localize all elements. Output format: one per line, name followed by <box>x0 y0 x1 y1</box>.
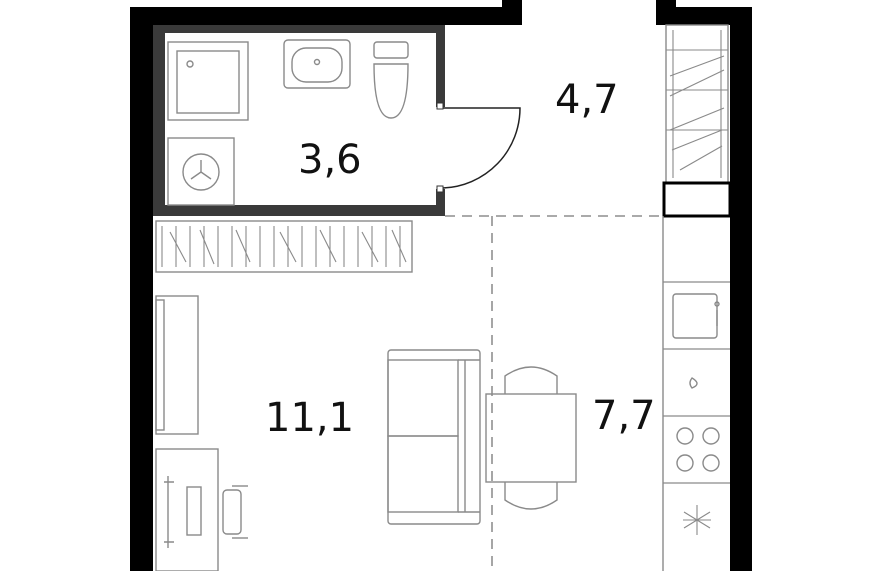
bathroom-wall-top <box>153 25 445 33</box>
tv-stand-icon <box>155 295 199 435</box>
desk-icon <box>155 448 219 571</box>
office-chair-icon <box>222 485 248 539</box>
washing-machine-icon <box>167 137 235 206</box>
sofa-icon <box>387 349 481 525</box>
wardrobe-icon <box>155 220 413 273</box>
kitchen-area-label: 7,7 <box>592 393 656 439</box>
dining-table-icon <box>485 366 577 510</box>
living-room-area-label: 11,1 <box>265 395 355 441</box>
bathroom-wall-right-lower <box>436 189 445 216</box>
top-wall-left <box>130 7 515 25</box>
kitchen-sink-icon <box>672 293 720 339</box>
kitchen-counter <box>662 216 730 571</box>
left-wall <box>130 7 153 571</box>
bathroom-wall-left <box>153 25 165 216</box>
cooktop-icon <box>676 427 720 472</box>
right-wall <box>730 7 752 571</box>
hallway-area-label: 4,7 <box>555 77 619 123</box>
bathroom-door <box>436 102 521 193</box>
hallway-wardrobe-icon <box>662 24 732 218</box>
shower-tray-icon <box>167 41 249 121</box>
bathroom-wall-bottom <box>153 205 445 216</box>
outer-walls <box>130 0 752 571</box>
fridge-icon <box>683 505 711 535</box>
bathroom-wall-right-upper <box>436 25 445 107</box>
washbasin-icon <box>283 39 351 89</box>
toilet-icon <box>373 41 409 119</box>
dishwasher-icon <box>689 377 698 389</box>
bathroom-area-label: 3,6 <box>298 137 362 183</box>
bathroom-walls <box>153 25 445 216</box>
door-jamb-left <box>502 0 522 25</box>
top-wall-right <box>656 7 752 25</box>
